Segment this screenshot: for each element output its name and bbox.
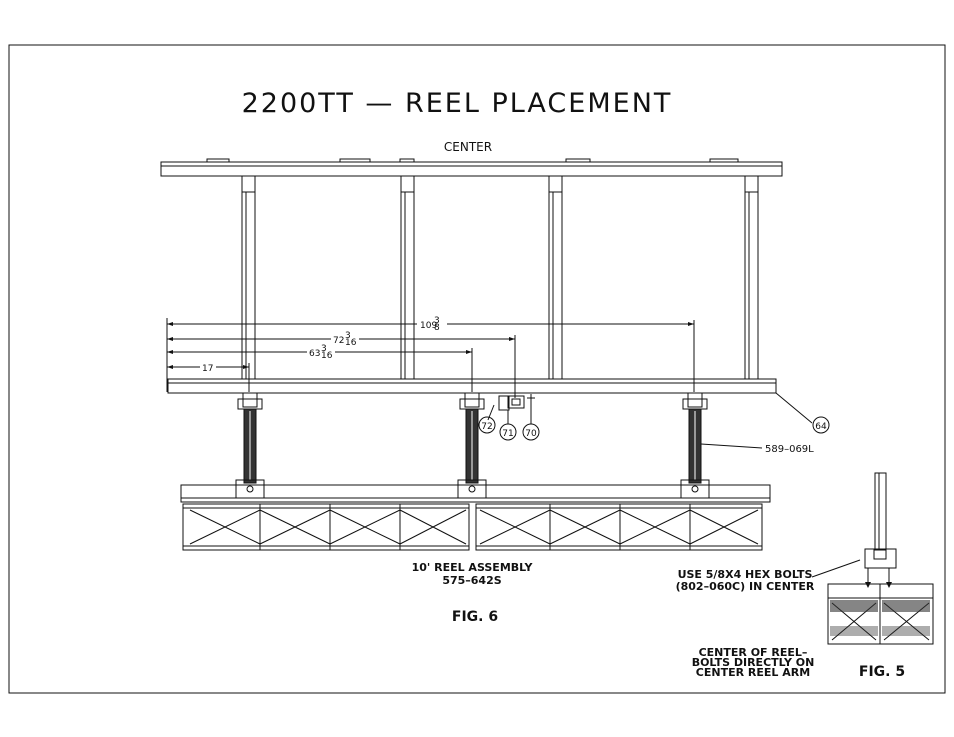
callout-64: 64 xyxy=(815,422,827,432)
dim-63-den: 16 xyxy=(321,351,333,361)
fig5-label: FIG. 5 xyxy=(859,664,905,680)
reel-arm-right xyxy=(681,393,709,498)
reel-arm-center xyxy=(458,393,486,498)
callout-72: 72 xyxy=(481,422,492,432)
center-bracket xyxy=(488,394,535,424)
bolt-note-leader xyxy=(812,560,860,577)
top-frame-bar xyxy=(161,159,782,176)
arm-part-label: 589–069L xyxy=(765,444,814,455)
reel-assembly xyxy=(181,485,770,550)
callout-71: 71 xyxy=(502,429,513,439)
callout-64-leader xyxy=(776,393,812,423)
reel-assembly-line2: 575–642S xyxy=(442,574,501,587)
dim-72: 72 xyxy=(333,336,344,346)
center-note-line3: CENTER REEL ARM xyxy=(696,666,810,679)
arm-part-leader xyxy=(701,444,762,448)
reel-arm-left xyxy=(236,393,264,498)
dim-72-den: 16 xyxy=(345,338,357,348)
callout-70: 70 xyxy=(525,429,537,439)
dim-109-den: 8 xyxy=(434,323,440,333)
center-label: CENTER xyxy=(444,140,492,154)
reel-assembly-line1: 10' REEL ASSEMBLY xyxy=(412,561,534,574)
dim-63: 63 xyxy=(309,349,320,359)
bolt-note-line2: (802–060C) IN CENTER xyxy=(676,580,815,593)
fig5-detail xyxy=(828,473,933,644)
dim-17: 17 xyxy=(202,364,213,374)
drawing-title: 2200TT — REEL PLACEMENT xyxy=(242,88,673,119)
fig6-label: FIG. 6 xyxy=(452,609,498,625)
